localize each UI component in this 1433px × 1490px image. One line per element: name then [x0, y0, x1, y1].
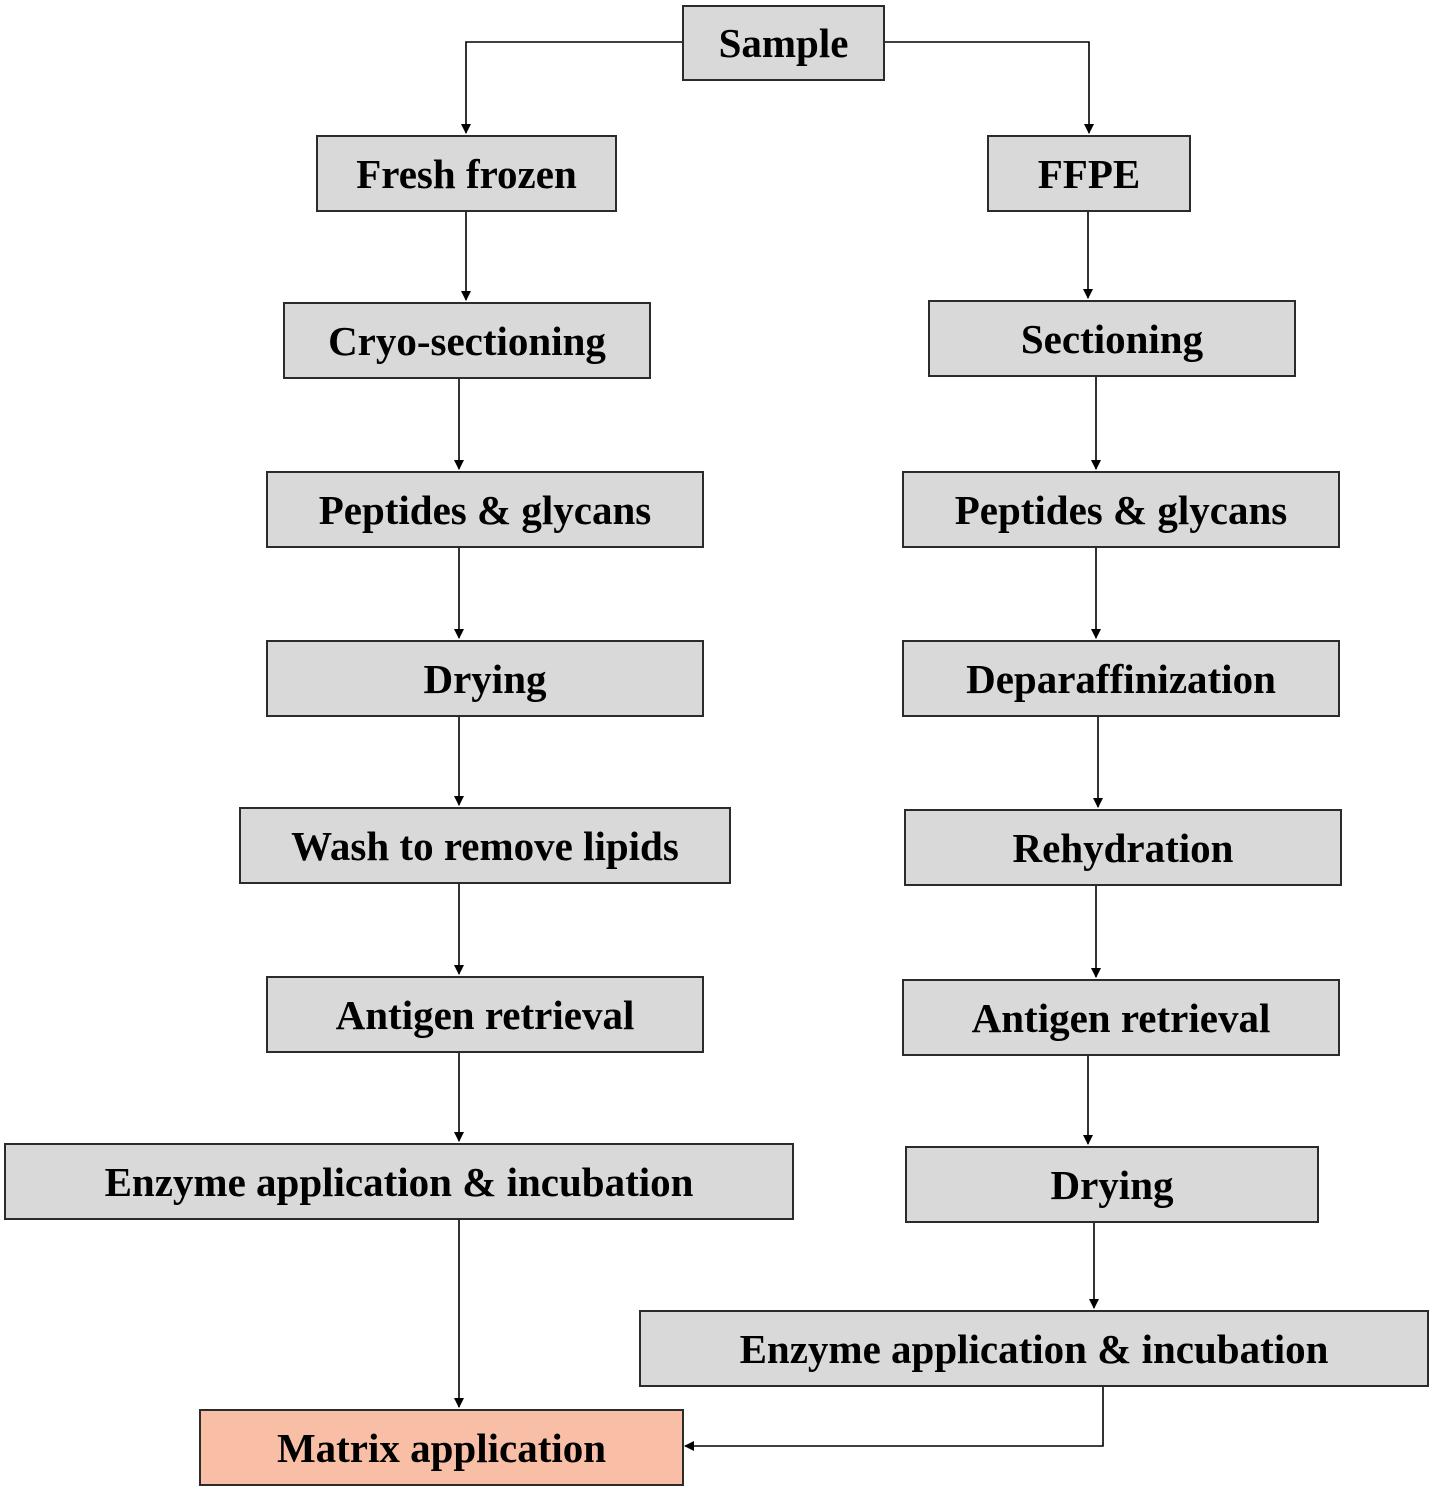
right-peptides-glycans-box: Peptides & glycans [902, 471, 1340, 548]
wash-remove-lipids-box: Wash to remove lipids [239, 807, 731, 884]
arrow-sample-to-fresh-frozen [461, 41, 683, 134]
cryo-sectioning-box: Cryo-sectioning [283, 302, 651, 379]
right-antigen-retrieval-box: Antigen retrieval [902, 979, 1340, 1056]
left-enzyme-application-box: Enzyme application & incubation [4, 1143, 794, 1220]
fresh-frozen-box: Fresh frozen [316, 135, 617, 212]
matrix-application-box: Matrix application [199, 1409, 684, 1486]
arrow-enzyme-to-matrix-right [684, 1386, 1104, 1451]
left-antigen-retrieval-box: Antigen retrieval [266, 976, 704, 1053]
sectioning-box: Sectioning [928, 300, 1296, 377]
right-enzyme-application-box: Enzyme application & incubation [639, 1310, 1429, 1387]
sample-box: Sample [682, 5, 885, 81]
left-drying-box: Drying [266, 640, 704, 717]
left-peptides-glycans-box: Peptides & glycans [266, 471, 704, 548]
right-drying-box: Drying [905, 1146, 1319, 1223]
arrow-sample-to-ffpe [884, 41, 1094, 134]
ffpe-box: FFPE [987, 135, 1191, 212]
deparaffinization-box: Deparaffinization [902, 640, 1340, 717]
rehydration-box: Rehydration [904, 809, 1342, 886]
